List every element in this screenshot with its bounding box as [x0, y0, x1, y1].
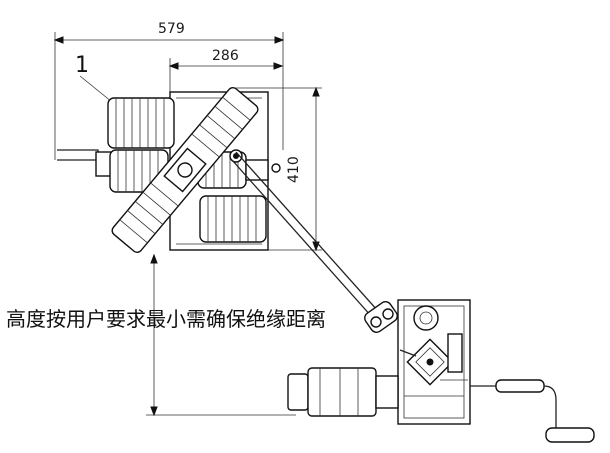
operating-rod	[231, 151, 387, 327]
upper-switch-assembly	[57, 86, 281, 254]
insulator-upper	[107, 97, 175, 149]
hand-crank	[470, 379, 595, 443]
operating-mechanism	[364, 299, 471, 425]
insulator-lower	[199, 195, 267, 243]
dimension-410-label: 410	[286, 156, 302, 183]
dimension-286: 286	[168, 48, 284, 92]
dimension-286-label: 286	[212, 48, 239, 64]
motor	[287, 367, 399, 417]
height-dimension-line	[150, 253, 158, 417]
callout-1-label: 1	[75, 53, 89, 78]
insulation-note: 高度按用户要求最小需确保绝缘距离	[6, 307, 326, 331]
callout-1: 1	[75, 53, 113, 103]
dimension-579: 579	[53, 21, 285, 160]
dimension-579-label: 579	[158, 21, 185, 37]
rotated-blade-insulator	[111, 86, 259, 254]
crank-lever	[364, 301, 398, 333]
